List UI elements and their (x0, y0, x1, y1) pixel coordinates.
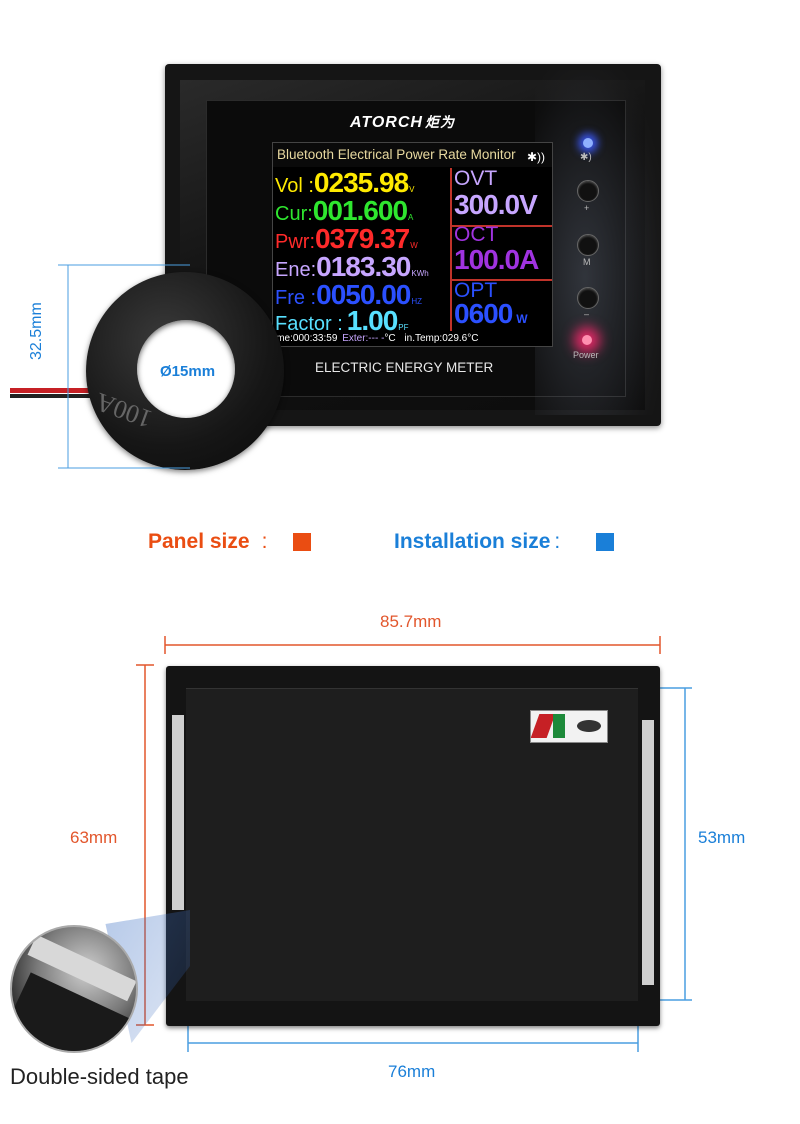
minus-label: – (584, 309, 590, 319)
panel-size-swatch (293, 533, 311, 551)
mode-button[interactable] (577, 234, 599, 256)
terminal-wire-red (531, 714, 556, 738)
oct-title: OCT (454, 223, 499, 246)
install-width-label: 76mm (388, 1062, 436, 1081)
bluetooth-icon: ✱)) (527, 150, 546, 164)
minus-button[interactable] (577, 287, 599, 309)
panel-width-label: 85.7mm (380, 612, 442, 631)
reading-energy: Ene:0183.30KWh (275, 251, 429, 282)
reading-label: Factor : (275, 313, 343, 335)
screen-divider (451, 225, 552, 227)
install-height-label: 53mm (698, 828, 746, 847)
double-sided-tape-left (172, 715, 184, 910)
reading-power: Pwr:0379.37W (275, 223, 418, 254)
screen-title: Bluetooth Electrical Power Rate Monitor (277, 147, 516, 162)
screen-divider (451, 279, 552, 281)
reading-value: 1.00 (346, 305, 398, 336)
reading-frequency: Fre :0050.00HZ (275, 279, 423, 310)
reading-unit: W (410, 241, 418, 250)
plus-label: + (584, 203, 590, 213)
ct-cable-red (10, 388, 130, 393)
opt-title: OPT (454, 279, 498, 302)
screen-header: Bluetooth Electrical Power Rate Monitor … (273, 143, 552, 167)
double-sided-tape-right (642, 720, 654, 985)
ovt-title: OVT (454, 167, 498, 190)
panel-size-legend: Panel size: (148, 530, 268, 553)
reading-label: Pwr: (275, 231, 315, 253)
reading-label: Cur: (275, 203, 313, 225)
panel-height-label: 63mm (70, 828, 118, 847)
reading-unit: HZ (411, 297, 423, 306)
bluetooth-icon: ✱) (580, 152, 592, 163)
tape-zoom-detail (10, 925, 138, 1053)
reading-value: 0183.30 (316, 251, 411, 282)
bluetooth-led (583, 138, 593, 148)
reading-value: 0235.98 (313, 167, 409, 198)
power-label: Power (573, 350, 599, 360)
meter-label: ELECTRIC ENERGY METER (315, 360, 494, 375)
reading-label: Fre : (275, 287, 317, 309)
reading-unit: KWh (411, 269, 429, 278)
plus-button[interactable] (577, 180, 599, 202)
install-size-swatch (596, 533, 614, 551)
ovt-value: 300.0V (454, 189, 538, 220)
tape-caption: Double-sided tape (10, 1064, 189, 1089)
reading-factor: Factor :1.00PF (275, 305, 409, 336)
terminal-screw (577, 720, 601, 732)
reading-label: Ene: (275, 259, 317, 281)
lcd-screen: Bluetooth Electrical Power Rate Monitor … (272, 142, 553, 347)
reading-value: 0050.00 (316, 279, 411, 310)
reading-unit: V (409, 185, 415, 194)
ct-cable-black (10, 394, 130, 398)
reading-current: Cur:001.600A (275, 195, 414, 226)
reading-label: Vol : (275, 175, 314, 197)
reading-value: 0379.37 (315, 223, 410, 254)
reading-voltage: Vol :0235.98V (275, 167, 415, 198)
reading-value: 001.600 (312, 195, 408, 226)
terminal-wire-green (553, 714, 565, 738)
screen-divider (450, 168, 452, 334)
reading-unit: A (408, 213, 414, 222)
ct-hole (137, 320, 235, 418)
terminal-block (530, 710, 608, 743)
mode-label: M (583, 257, 591, 267)
reading-unit: PF (398, 323, 409, 332)
install-size-legend: Installation size: (394, 530, 561, 553)
oct-value: 100.0A (454, 244, 539, 275)
power-led (582, 335, 592, 345)
screen-footer: ime:000:33:59 Exter:--- -°C in.Temp:029.… (273, 331, 552, 346)
ct-hole-diameter: Ø15mm (160, 363, 216, 380)
